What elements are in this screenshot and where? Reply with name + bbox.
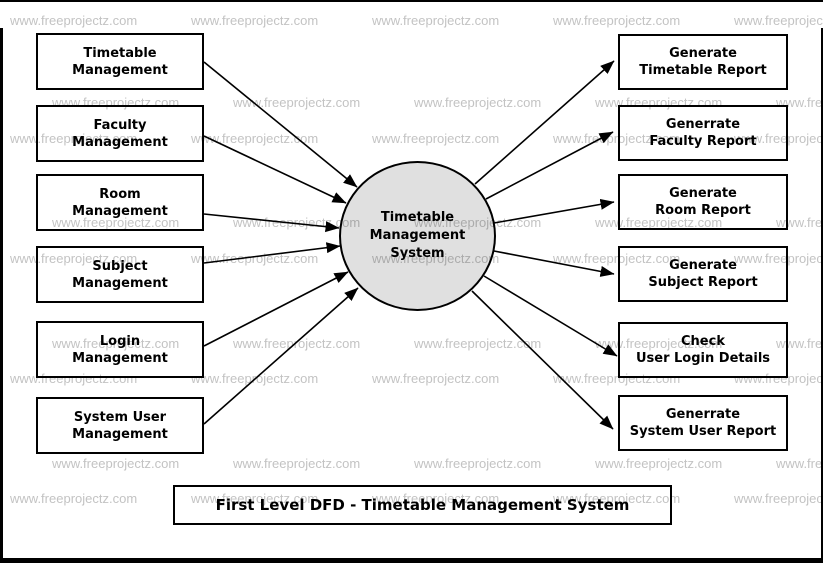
entity-room-management: Room Management	[36, 174, 204, 231]
flow-process-to-subject-report	[493, 250, 615, 277]
flow-subject-to-process	[203, 242, 341, 264]
entity-system-user-management: System User Management	[36, 397, 204, 454]
diagram-title-box: First Level DFD - Timetable Management S…	[173, 485, 672, 525]
flow-process-to-faculty-report	[485, 131, 614, 200]
output-generate-faculty-report: Generrate Faculty Report	[618, 105, 788, 161]
process-timetable-management-system: Timetable Management System	[339, 161, 496, 311]
flow-process-to-login-details	[483, 275, 618, 357]
flow-timetable-to-process	[203, 61, 358, 188]
diagram-frame	[0, 28, 823, 563]
flow-process-to-systemuser-report	[471, 290, 614, 430]
entity-faculty-management: Faculty Management	[36, 105, 204, 162]
entity-subject-management: Subject Management	[36, 246, 204, 303]
output-check-user-login-details: Check User Login Details	[618, 322, 788, 378]
output-generate-subject-report: Generate Subject Report	[618, 246, 788, 302]
frame-top-line	[0, 0, 823, 2]
flow-systemuser-to-process	[203, 287, 359, 425]
diagram-title: First Level DFD - Timetable Management S…	[215, 496, 630, 514]
flow-process-to-timetable-report	[474, 60, 615, 185]
flow-process-to-room-report	[493, 198, 615, 224]
output-generate-timetable-report: Generate Timetable Report	[618, 34, 788, 90]
output-generate-room-report: Generate Room Report	[618, 174, 788, 230]
entity-login-management: Login Management	[36, 321, 204, 378]
flow-faculty-to-process	[203, 135, 347, 204]
entity-timetable-management: Timetable Management	[36, 33, 204, 90]
output-generate-system-user-report: Generrate System User Report	[618, 395, 788, 451]
flow-room-to-process	[203, 213, 340, 233]
flow-login-to-process	[203, 271, 349, 347]
